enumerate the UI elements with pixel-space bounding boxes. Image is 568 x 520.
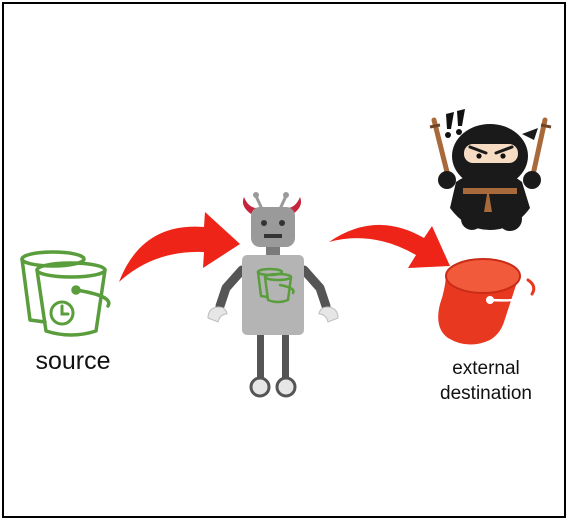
destination-label-line1: external [452,358,520,379]
red-bucket-icon [438,258,536,345]
ninja-icon [429,109,552,231]
source-label: source [35,347,111,375]
destination-label: external destination [416,356,556,406]
arrow-source-to-robot [119,212,240,282]
destination-label-line2: destination [440,383,532,404]
diagram-canvas [20,109,552,398]
evil-robot-icon [207,192,339,398]
source-buckets-icon [20,250,111,337]
robot-bucket-emblem [256,267,295,304]
clock-icon [49,300,75,326]
horn-left [242,197,256,214]
arrow-robot-to-destination [329,224,450,268]
